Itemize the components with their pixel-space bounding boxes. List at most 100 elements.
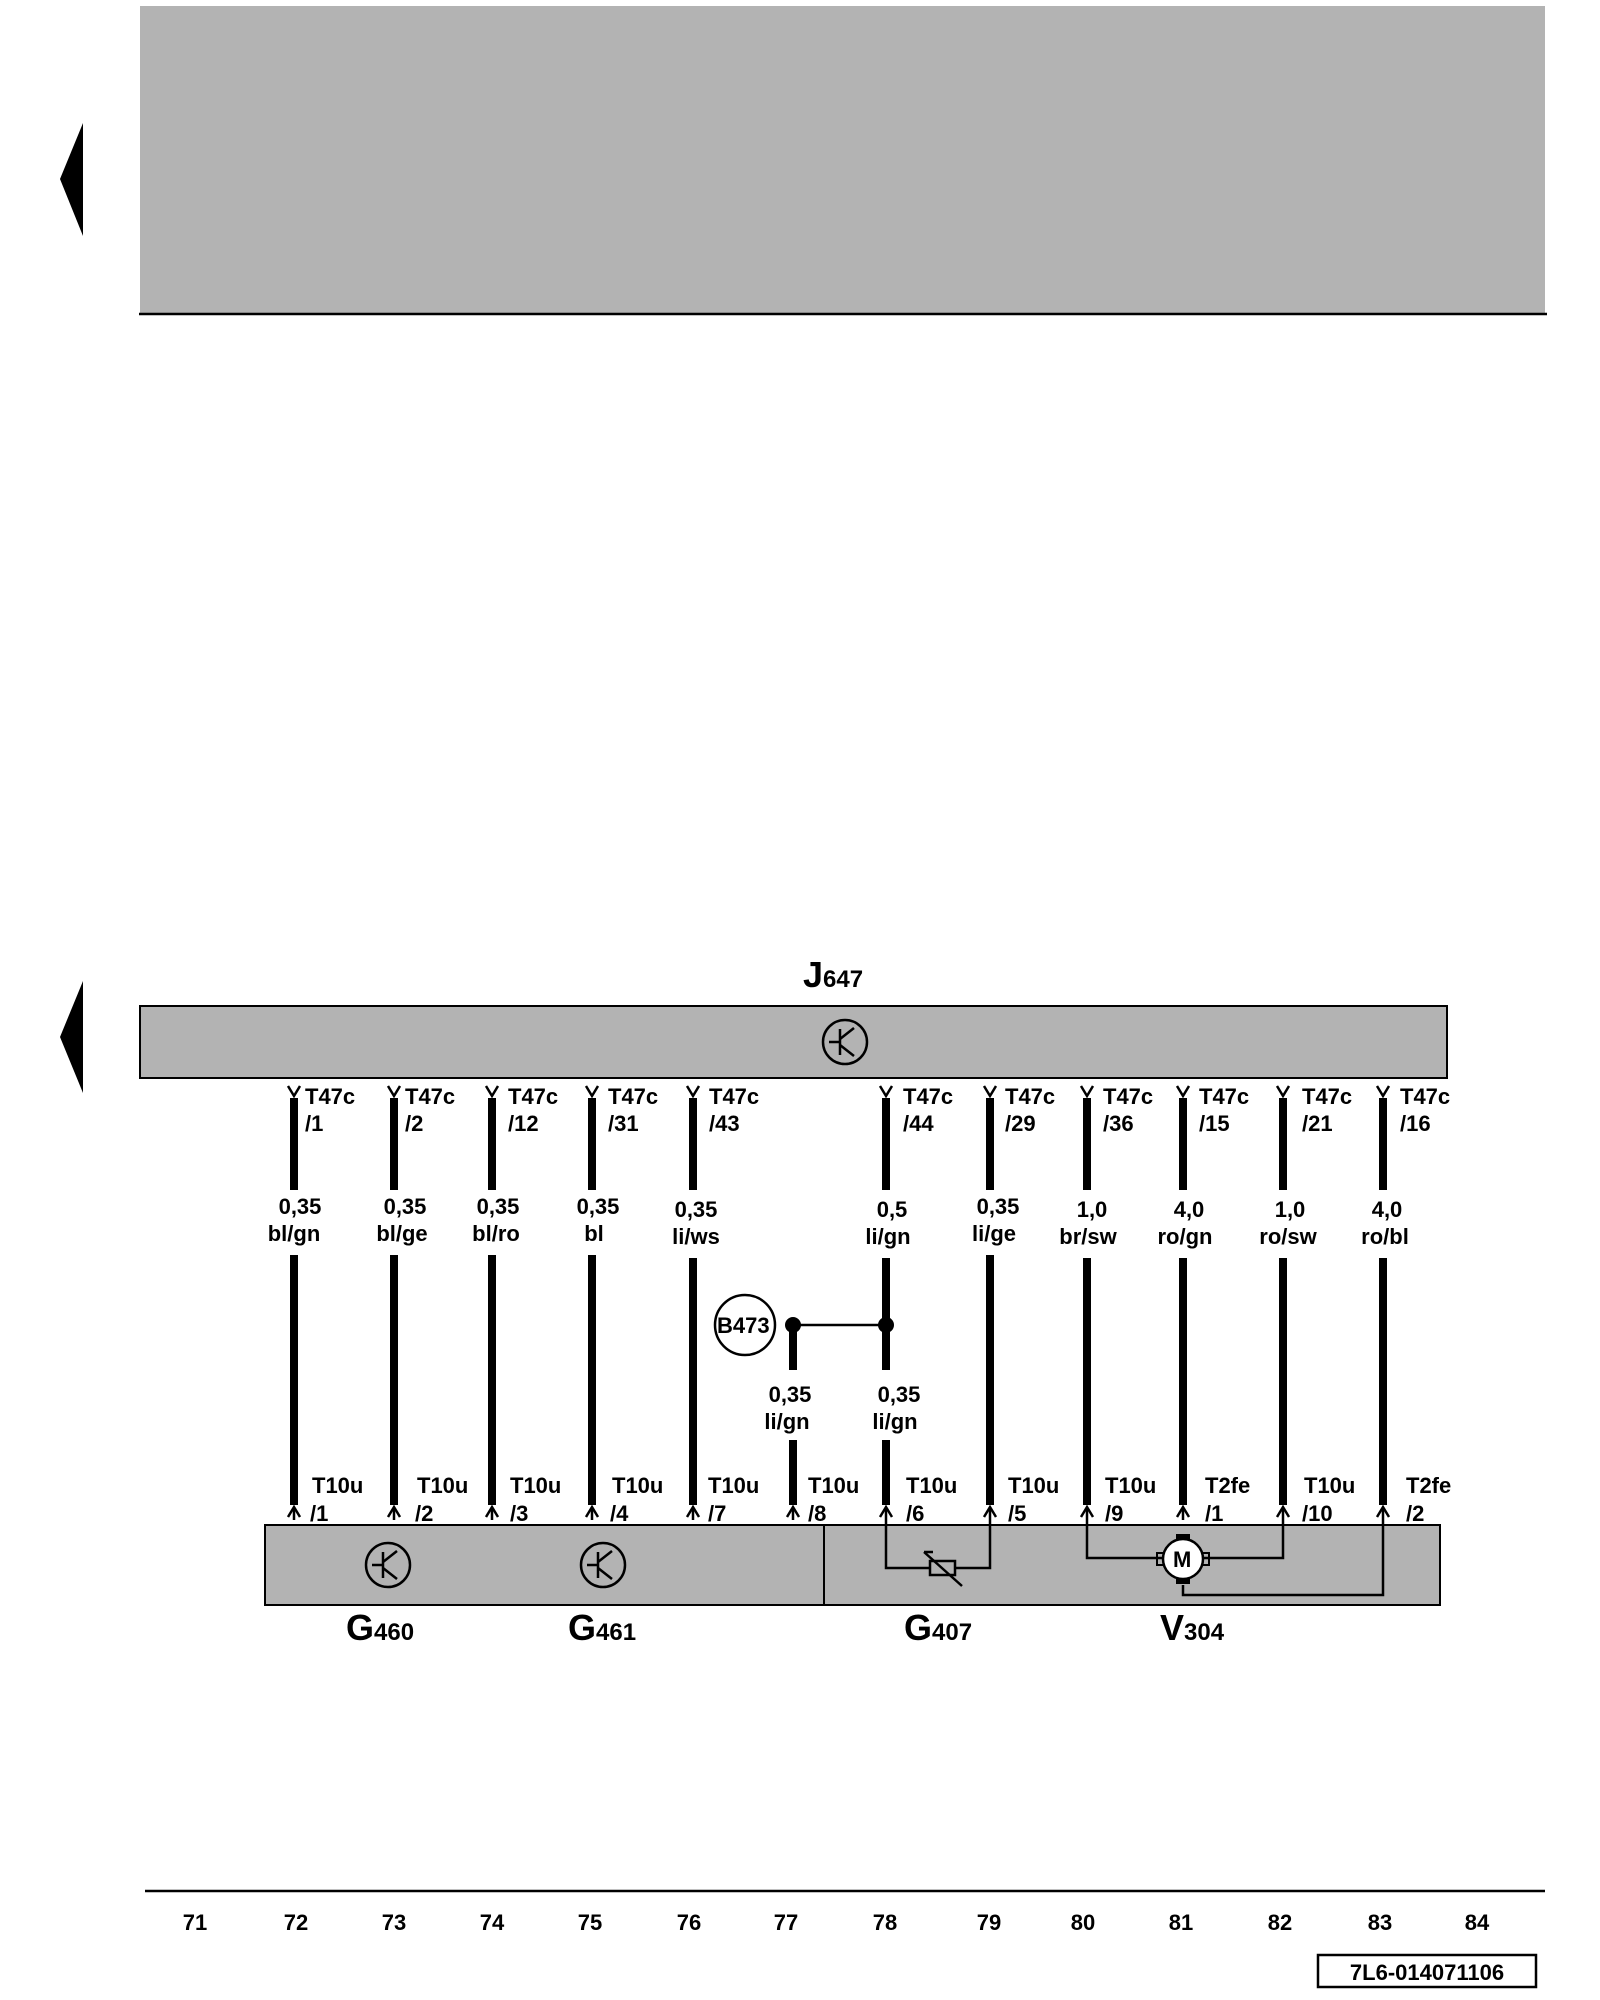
track-number: 78 (873, 1910, 897, 1935)
bottom-connector-pin: /10 (1302, 1501, 1333, 1526)
bottom-connector-code: T10u (612, 1473, 663, 1498)
wire-color: bl (584, 1221, 604, 1246)
top-connector-code: T47c (305, 1084, 355, 1109)
bottom-connector-code: T10u (417, 1473, 468, 1498)
top-connector-pin: /29 (1005, 1111, 1036, 1136)
bottom-connector-pin: /4 (610, 1501, 629, 1526)
bottom-connector-pin: /3 (510, 1501, 528, 1526)
top-connector-code: T47c (1199, 1084, 1249, 1109)
bottom-connector-pin: /7 (708, 1501, 726, 1526)
wire-color: li/ws (672, 1224, 720, 1249)
component-label-g461: G461 (568, 1607, 636, 1648)
splice-node (878, 1317, 894, 1333)
component-label-v304: V304 (1160, 1607, 1225, 1648)
bottom-connector-pin: /5 (1008, 1501, 1026, 1526)
top-connector-code: T47c (1103, 1084, 1153, 1109)
wire-lines (290, 1098, 1387, 1505)
top-connector-pin: /21 (1302, 1111, 1333, 1136)
wire-color: li/gn (865, 1224, 910, 1249)
bottom-connector-pin: /9 (1105, 1501, 1123, 1526)
connector-stubs (292, 1507, 1385, 1520)
wire-color: bl/ro (472, 1221, 520, 1246)
upper-panel (140, 6, 1545, 314)
bottom-connector-pin: /2 (1406, 1501, 1424, 1526)
top-connector-pin: /44 (903, 1111, 934, 1136)
top-connector-code: T47c (405, 1084, 455, 1109)
bottom-connector-code: T10u (808, 1473, 859, 1498)
arrow-left-marker-icon[interactable] (60, 981, 83, 1093)
splice-label: B473 (717, 1313, 770, 1338)
bottom-connector-code: T10u (1008, 1473, 1059, 1498)
top-connector-code: T47c (903, 1084, 953, 1109)
track-number: 80 (1071, 1910, 1095, 1935)
top-connector-code: T47c (608, 1084, 658, 1109)
control-unit-j647 (139, 1005, 1448, 1079)
wire-color: br/sw (1059, 1224, 1117, 1249)
bottom-connector-code: T10u (510, 1473, 561, 1498)
control-unit-label: J647 (803, 954, 863, 995)
track-number: 81 (1169, 1910, 1193, 1935)
motor-icon (1085, 1520, 1385, 1597)
wire-gauge: 0,35 (878, 1382, 921, 1407)
component-housing (264, 1524, 1441, 1606)
top-connector-pin: /43 (709, 1111, 740, 1136)
top-connector-pin: /31 (608, 1111, 639, 1136)
track-number: 84 (1465, 1910, 1490, 1935)
component-label-g460: G460 (346, 1607, 414, 1648)
wire-gauge: 0,35 (279, 1194, 322, 1219)
component-label-g407: G407 (904, 1607, 972, 1648)
track-number: 83 (1368, 1910, 1392, 1935)
bottom-connector-code: T10u (708, 1473, 759, 1498)
motor-symbol: M (1173, 1547, 1191, 1572)
wire-gauge: 0,35 (977, 1194, 1020, 1219)
bottom-connector-code: T2fe (1205, 1473, 1250, 1498)
top-connector-code: T47c (508, 1084, 558, 1109)
wire-gauge: 0,35 (675, 1197, 718, 1222)
wire-color: ro/gn (1158, 1224, 1213, 1249)
wire-gauge: 0,35 (477, 1194, 520, 1219)
transistor-icon (579, 1541, 627, 1589)
wire-gauge: 0,35 (769, 1382, 812, 1407)
wire-color: bl/ge (376, 1221, 427, 1246)
top-connector-pin: /36 (1103, 1111, 1134, 1136)
splice-node (785, 1317, 801, 1333)
wire-color: ro/bl (1361, 1224, 1409, 1249)
wire-gauge: 0,35 (577, 1194, 620, 1219)
wire-gauge: 0,5 (877, 1197, 908, 1222)
track-number: 71 (183, 1910, 207, 1935)
top-connector-pin: /16 (1400, 1111, 1431, 1136)
top-connector-pin: /15 (1199, 1111, 1230, 1136)
wire-color: li/ge (972, 1221, 1016, 1246)
wire-color: li/gn (872, 1409, 917, 1434)
bottom-connector-pin: /8 (808, 1501, 826, 1526)
bottom-connector-pin: /2 (415, 1501, 433, 1526)
transistor-icon (364, 1541, 412, 1589)
connector-arrows (286, 1085, 1391, 1518)
wire-gauge: 4,0 (1372, 1197, 1403, 1222)
top-connector-pin: /12 (508, 1111, 539, 1136)
bottom-connector-pin: /1 (1205, 1501, 1223, 1526)
bottom-connector-code: T10u (906, 1473, 957, 1498)
track-number: 75 (578, 1910, 602, 1935)
wire-color: bl/gn (268, 1221, 321, 1246)
splice-b473 (713, 1293, 777, 1357)
track-number: 82 (1268, 1910, 1292, 1935)
bottom-connector-pin: /1 (310, 1501, 328, 1526)
bottom-connector-code: T2fe (1406, 1473, 1451, 1498)
motor-body (1161, 1537, 1205, 1581)
track-number: 72 (284, 1910, 308, 1935)
transistor-icon (821, 1018, 869, 1066)
wire-gauge: 1,0 (1275, 1197, 1306, 1222)
top-connector-code: T47c (709, 1084, 759, 1109)
wire-gauge: 1,0 (1077, 1197, 1108, 1222)
wire-color: li/gn (764, 1409, 809, 1434)
track-number: 74 (480, 1910, 505, 1935)
top-connector-code: T47c (1400, 1084, 1450, 1109)
bottom-connector-code: T10u (312, 1473, 363, 1498)
wire-gauge: 0,35 (384, 1194, 427, 1219)
track-number: 79 (977, 1910, 1001, 1935)
wire-gauge: 4,0 (1174, 1197, 1205, 1222)
arrow-left-marker-icon[interactable] (60, 123, 83, 236)
bottom-connector-pin: /6 (906, 1501, 924, 1526)
